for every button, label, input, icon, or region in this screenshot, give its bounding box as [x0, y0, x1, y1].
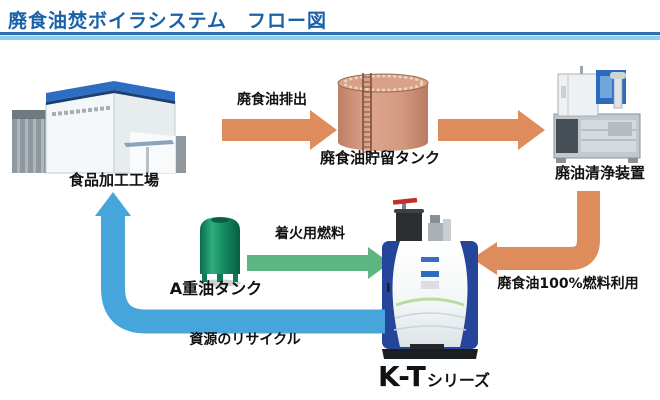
arrow-fuel-use-path: [496, 191, 600, 270]
factory-windows: [52, 105, 110, 116]
arrow-discharge-shape: [222, 110, 337, 150]
storage-tank-label: 廃食油貯留タンク: [319, 149, 440, 167]
boiler-front-panel: [392, 241, 468, 347]
storage-tank-ladder: [362, 73, 372, 154]
header-rule: [0, 32, 660, 40]
factory-label: 食品加工工場: [68, 171, 159, 189]
arrow-recycle-head: [95, 192, 131, 216]
factory-canopy: [124, 140, 174, 147]
arrow-fuel-use: [472, 191, 600, 275]
boiler-top-cylinder: [396, 211, 422, 241]
cleaner-label: 廃油清浄装置: [554, 164, 645, 182]
page-title: 廃食油焚ボイラシステム フロー図: [8, 10, 328, 32]
boiler-red-valve: [392, 197, 418, 205]
discharge-label: 廃食油排出: [237, 92, 307, 108]
arrow-ignition-shape: [247, 247, 390, 279]
boiler-label: K-Tシリーズ: [366, 360, 502, 393]
factory-roof: [46, 81, 175, 102]
oil-tank-body: [200, 217, 240, 274]
arrow-fuel-use-head: [472, 242, 497, 275]
arrow-discharge: [222, 110, 337, 150]
boiler-label-main: K-T: [377, 360, 427, 393]
arrow-recycle-path: [101, 214, 385, 334]
storage-tank-body: [338, 83, 428, 151]
cleaner-illustration: [553, 66, 641, 163]
factory-illustration: [12, 81, 186, 174]
storage-tank-illustration: [337, 73, 429, 154]
recycle-label: 資源のリサイクル: [189, 332, 301, 348]
arrow-to-cleaner: [438, 110, 545, 150]
boiler-label-sub: シリーズ: [426, 371, 491, 390]
arrow-recycle: [95, 192, 385, 334]
oil-tank-legs: [202, 274, 238, 282]
factory-front-face: [45, 92, 115, 174]
boiler-pump: [428, 223, 446, 241]
oil-tank-label: A重油タンク: [169, 279, 263, 298]
arrow-to-cleaner-shape: [438, 110, 545, 150]
fuel-use-label: 廃食油100%燃料利用: [497, 276, 639, 292]
arrow-ignition: [247, 247, 390, 279]
boiler-green-accent: [395, 297, 465, 307]
boiler-base: [382, 349, 478, 359]
ignition-label: 着火用燃料: [275, 226, 345, 242]
boiler-illustration: [382, 197, 478, 359]
oil-tank-illustration: [199, 217, 241, 287]
